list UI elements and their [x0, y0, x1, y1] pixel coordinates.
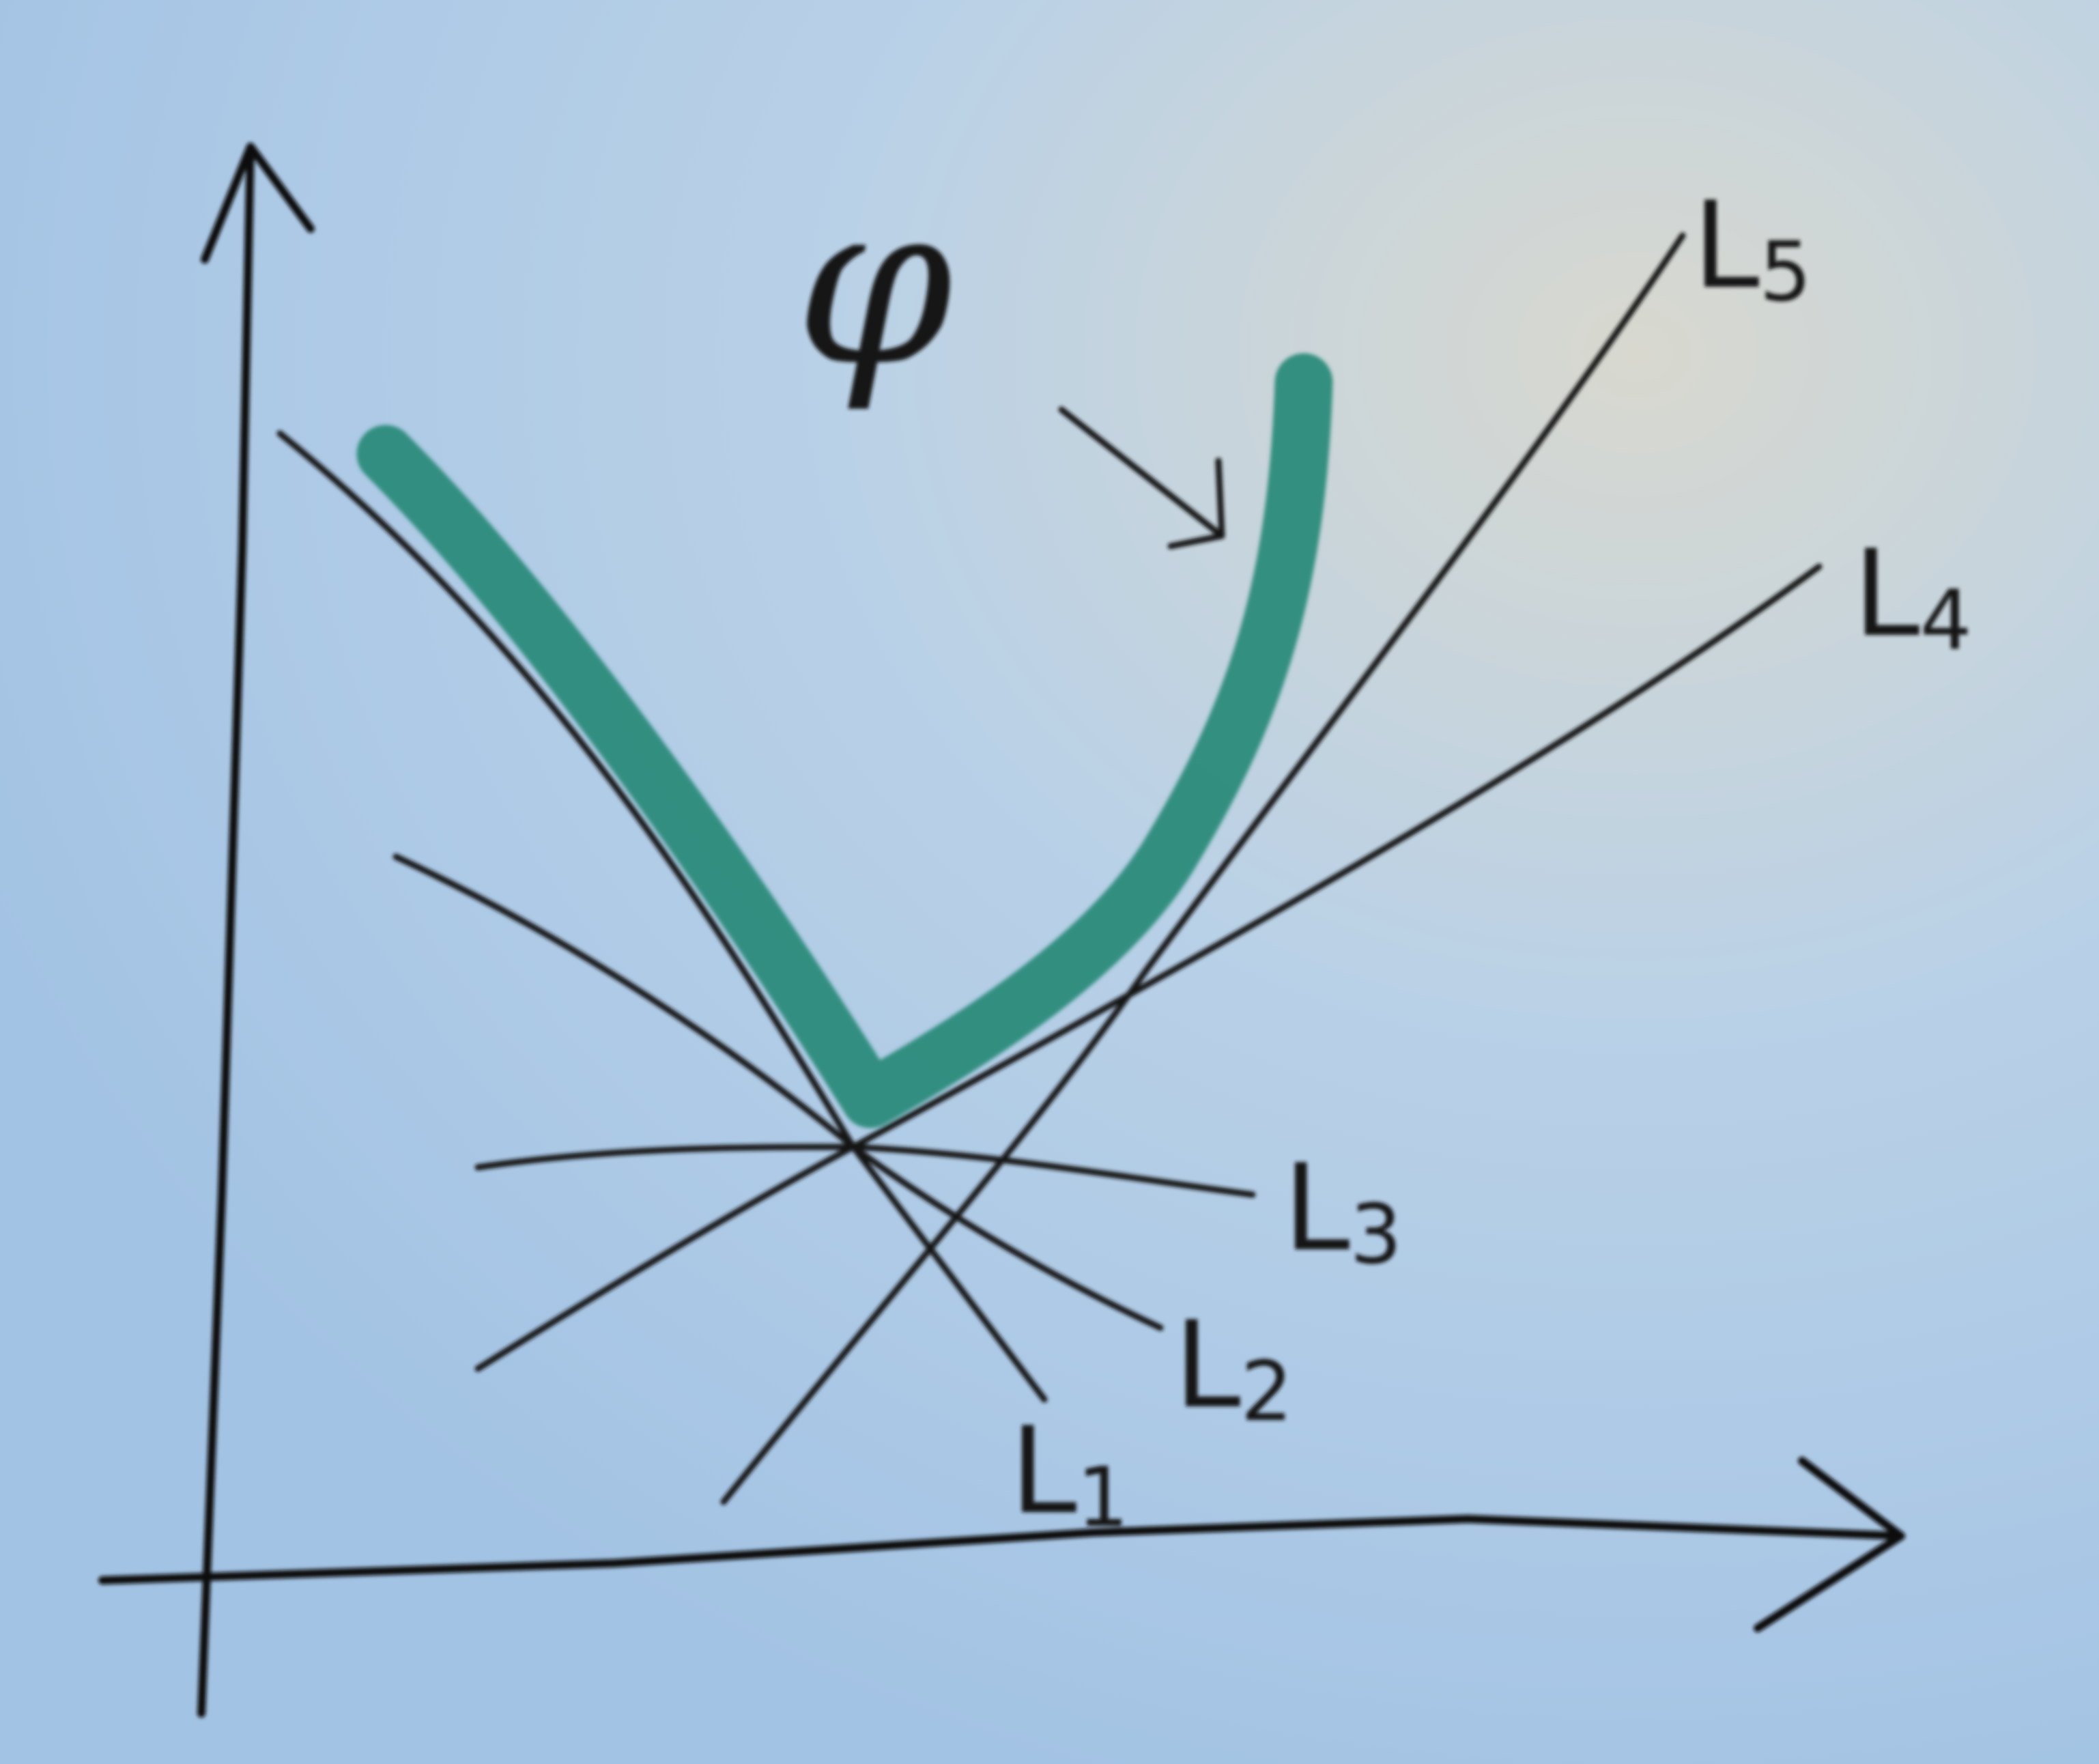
label-l1: L1 — [1010, 1402, 1129, 1546]
phi-label: φ — [795, 153, 954, 415]
label-l4: L4 — [1853, 525, 1972, 668]
label-l5: L5 — [1693, 177, 1812, 320]
phi-pointer-arrow — [1058, 406, 1225, 550]
line-l4 — [474, 563, 1823, 1372]
y-axis — [197, 143, 315, 1718]
x-axis — [98, 1457, 1905, 1632]
line-l5 — [720, 232, 1686, 1505]
line-l2 — [392, 853, 1164, 1331]
label-l2: L2 — [1174, 1296, 1293, 1440]
line-l1 — [276, 430, 1048, 1403]
label-l3: L3 — [1283, 1139, 1402, 1283]
phi-curve — [356, 353, 1333, 1128]
